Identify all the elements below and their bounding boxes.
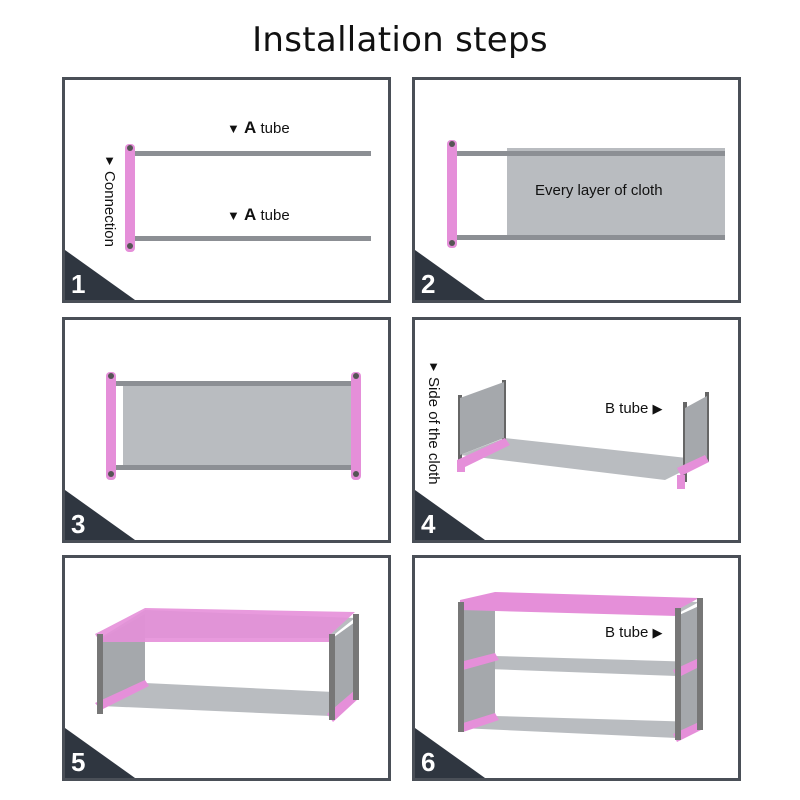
step-2-panel: Every layer of cloth 2 bbox=[412, 77, 741, 303]
b-tube-label: B tube ▶ bbox=[605, 624, 663, 641]
step-6-illustration bbox=[458, 592, 703, 742]
triangle-arrow-icon: ▼ bbox=[103, 152, 116, 168]
triangle-arrow-icon: ▶ bbox=[652, 625, 663, 640]
step-number: 1 bbox=[71, 269, 86, 299]
step-corner bbox=[65, 490, 135, 540]
a-tube-bottom-label: ▼ A tube bbox=[227, 205, 290, 224]
page-title: Installation steps bbox=[252, 20, 548, 60]
step-corner bbox=[415, 250, 485, 300]
step-5-panel: 5 bbox=[62, 555, 391, 781]
b-tube-label: B tube ▶ bbox=[605, 400, 663, 417]
step-6-panel: B tube ▶ 6 bbox=[412, 555, 741, 781]
step-number: 3 bbox=[71, 509, 86, 539]
cloth-label: Every layer of cloth bbox=[535, 182, 663, 199]
triangle-arrow-icon: ▶ bbox=[652, 401, 663, 416]
step-1-panel: ▼ A tube ▼ A tube ▼ Connection 1 bbox=[62, 77, 391, 303]
step-number: 4 bbox=[421, 509, 436, 539]
triangle-arrow-icon: ▼ bbox=[227, 208, 240, 223]
step-corner bbox=[65, 728, 135, 778]
step-corner bbox=[415, 490, 485, 540]
step-number: 5 bbox=[71, 747, 86, 777]
step-number: 2 bbox=[421, 269, 436, 299]
step-1-illustration bbox=[125, 144, 371, 252]
triangle-arrow-icon: ▼ bbox=[227, 121, 240, 136]
step-4-panel: ▼ Side of the cloth B tube ▶ 4 bbox=[412, 317, 741, 543]
step-3-panel: 3 bbox=[62, 317, 391, 543]
step-4-illustration bbox=[457, 380, 709, 489]
step-corner bbox=[65, 250, 135, 300]
step-2-illustration bbox=[447, 140, 725, 248]
a-tube-top-label: ▼ A tube bbox=[227, 118, 290, 137]
triangle-arrow-icon: ▼ bbox=[427, 358, 440, 374]
step-5-illustration bbox=[95, 608, 359, 722]
connection-label: ▼ Connection bbox=[101, 152, 118, 247]
step-corner bbox=[415, 728, 485, 778]
step-number: 6 bbox=[421, 747, 436, 777]
step-3-illustration bbox=[106, 372, 361, 480]
side-of-cloth-label: ▼ Side of the cloth bbox=[425, 358, 442, 485]
